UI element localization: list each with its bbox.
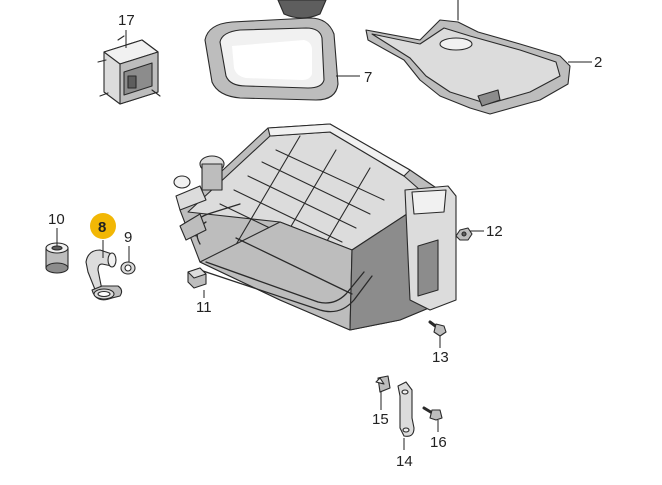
callout-8-highlight: [90, 213, 116, 239]
part-2-cover-plate: [365, 0, 571, 115]
part-10-sleeve: [45, 242, 69, 274]
callout-labels: 2 7 8 9 10 11 12 13 14 15 16 17: [48, 12, 602, 470]
callout-label-7: 7: [364, 69, 372, 86]
leader-lines: [56, 30, 592, 450]
callout-label-11: 11: [196, 299, 212, 316]
part-8-hose: [85, 249, 123, 301]
part-15-clip-nut: [375, 375, 391, 393]
callout-label-2: 2: [594, 54, 602, 71]
part-7-filter-frame: [204, 0, 339, 101]
callout-label-17: 17: [118, 12, 135, 29]
part-17-relay-bracket: [97, 35, 161, 105]
callout-label-10: 10: [48, 211, 65, 228]
callout-label-8: 8: [98, 219, 106, 236]
callout-label-13: 13: [432, 349, 449, 366]
part-14-bracket: [397, 381, 415, 437]
part-16-screw: [422, 406, 443, 421]
callout-label-14: 14: [396, 453, 413, 470]
part-9-clamp: [120, 261, 136, 275]
part-11-clip: [187, 267, 207, 289]
main-heater-unit: [173, 123, 457, 331]
part-13-bolt: [428, 320, 447, 337]
callout-label-15: 15: [372, 411, 389, 428]
callout-label-12: 12: [486, 223, 503, 240]
callout-label-16: 16: [430, 434, 447, 451]
callout-label-9: 9: [124, 229, 132, 246]
part-12-nut: [455, 227, 473, 241]
